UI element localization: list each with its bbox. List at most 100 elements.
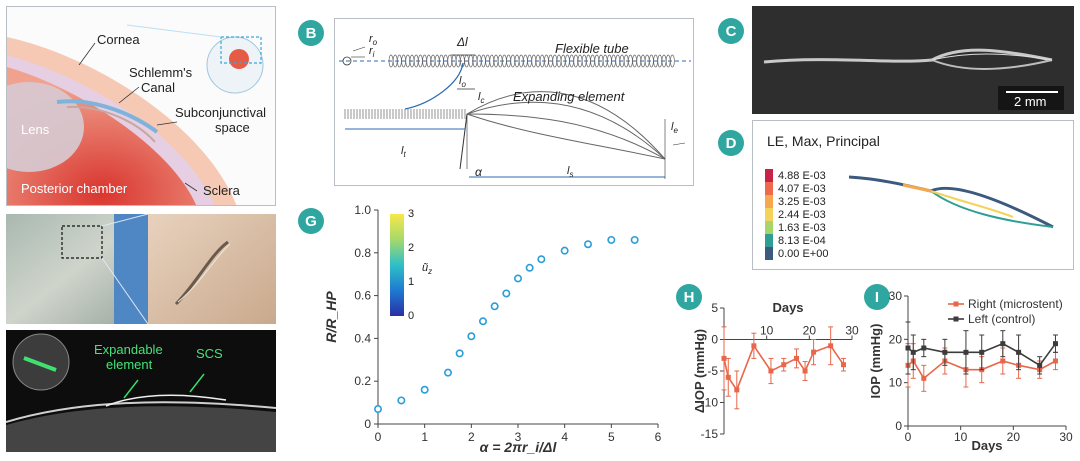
- data-point: [979, 349, 985, 355]
- legend-item: 4.88 E-03: [765, 169, 828, 182]
- data-point: [840, 362, 846, 368]
- data-point: [781, 362, 787, 368]
- lc-label: lc: [478, 91, 485, 106]
- x-tick-label: 0: [905, 430, 912, 444]
- y-tick-label: 0.4: [354, 331, 371, 345]
- y-tick-label: 20: [889, 332, 903, 346]
- data-point: [1052, 358, 1058, 364]
- data-point: [905, 345, 911, 351]
- y-tick-label: 30: [889, 289, 903, 303]
- x-tick-label: 20: [1007, 430, 1021, 444]
- expanding-element-label: Expanding element: [513, 89, 625, 104]
- data-point: [560, 246, 569, 255]
- data-point: [479, 317, 488, 326]
- data-point: [811, 349, 817, 355]
- colorbar-label: ũz: [422, 262, 433, 277]
- legend-marker: [953, 316, 959, 322]
- panel-b-badge: B: [298, 20, 324, 46]
- y-tick-label: -5: [707, 364, 718, 378]
- ri-label: ri: [369, 45, 375, 60]
- panel-g-badge: G: [298, 208, 324, 234]
- lens-label: Lens: [21, 122, 50, 137]
- panel-b: ro ri Δl Flexible tube lo lc Expanding e…: [334, 18, 694, 186]
- oct-image: Expandable element SCS: [6, 330, 276, 452]
- colorbar-tick-2: 2: [408, 242, 415, 254]
- x-tick-label: 0: [375, 430, 382, 444]
- data-point: [921, 345, 927, 351]
- legend-label: 2.44 E-03: [778, 208, 826, 221]
- legend-swatch: [765, 234, 773, 247]
- data-point: [537, 255, 546, 264]
- legend-label: 8.13 E-04: [778, 234, 826, 247]
- colorbar-tick-1: 1: [408, 276, 415, 288]
- data-point: [725, 374, 731, 380]
- panel-d-badge: D: [718, 130, 744, 156]
- schematic-diagram: [339, 46, 691, 179]
- legend-item: 8.13 E-04: [765, 234, 828, 247]
- y-tick-label: 5: [711, 301, 718, 315]
- x-tick-label: 1: [421, 430, 428, 444]
- data-point: [921, 375, 927, 381]
- coil-expanding-element: [344, 109, 466, 119]
- x-axis-label: Days: [971, 438, 1002, 453]
- data-point: [768, 368, 774, 374]
- x-tick-label: 30: [1059, 430, 1073, 444]
- data-point: [734, 387, 740, 393]
- legend-label: 4.07 E-03: [778, 182, 826, 195]
- ls-label: ls: [567, 165, 574, 180]
- data-point: [467, 332, 476, 341]
- legend-swatch: [765, 182, 773, 195]
- data-point: [910, 349, 916, 355]
- y-tick-label: 0.8: [354, 246, 371, 260]
- lo-label: lo: [459, 75, 466, 90]
- data-point: [794, 355, 800, 361]
- cornea-label: Cornea: [97, 32, 140, 47]
- colorbar-tick-0: 0: [408, 310, 415, 322]
- legend-item: 2.44 E-03: [765, 208, 828, 221]
- data-point: [1000, 358, 1006, 364]
- posterior-chamber-label: Posterior chamber: [21, 181, 128, 196]
- y-tick-label: 0.2: [354, 374, 371, 388]
- legend-label: Left (control): [968, 312, 1035, 326]
- x-axis-label: Days: [772, 300, 803, 315]
- legend-item: 0.00 E+00: [765, 247, 828, 260]
- y-tick-label: 10: [889, 376, 903, 390]
- expandable-element-label-line2: element: [106, 357, 153, 372]
- data-point: [525, 263, 534, 272]
- y-tick-label: 0: [364, 417, 371, 431]
- x-tick-label: 3: [515, 430, 522, 444]
- surgical-photo: [6, 214, 276, 324]
- schlemm-label-line1: Schlemm's: [129, 65, 193, 80]
- series-line: [907, 359, 1056, 380]
- lt-label: lt: [401, 145, 406, 160]
- data-point: [583, 240, 592, 249]
- y-tick-label: -15: [701, 427, 719, 441]
- y-tick-label: 1.0: [354, 203, 371, 217]
- data-point: [942, 349, 948, 355]
- legend-swatch: [765, 221, 773, 234]
- y-axis-label: IOP (mmHg): [868, 324, 883, 399]
- scale-bar-label: 2 mm: [1014, 94, 1047, 109]
- x-tick-label: 6: [655, 430, 662, 444]
- eye-illustration: [7, 7, 275, 205]
- sclera-label: Sclera: [203, 183, 240, 198]
- ro-label: ro: [369, 33, 378, 48]
- y-tick-label: 0: [895, 419, 902, 433]
- data-point: [1037, 362, 1043, 368]
- flexible-tube-label: Flexible tube: [555, 41, 629, 56]
- expandable-element-label-line1: Expandable: [94, 342, 163, 357]
- series-line: [907, 342, 1057, 367]
- data-point: [1000, 341, 1006, 347]
- colorbar: [390, 214, 404, 316]
- data-point: [607, 235, 616, 244]
- y-tick-label: 0.6: [354, 289, 371, 303]
- micrograph: 2 mm: [752, 6, 1074, 114]
- legend-swatch: [765, 247, 773, 260]
- data-point: [630, 235, 639, 244]
- data-point: [802, 368, 808, 374]
